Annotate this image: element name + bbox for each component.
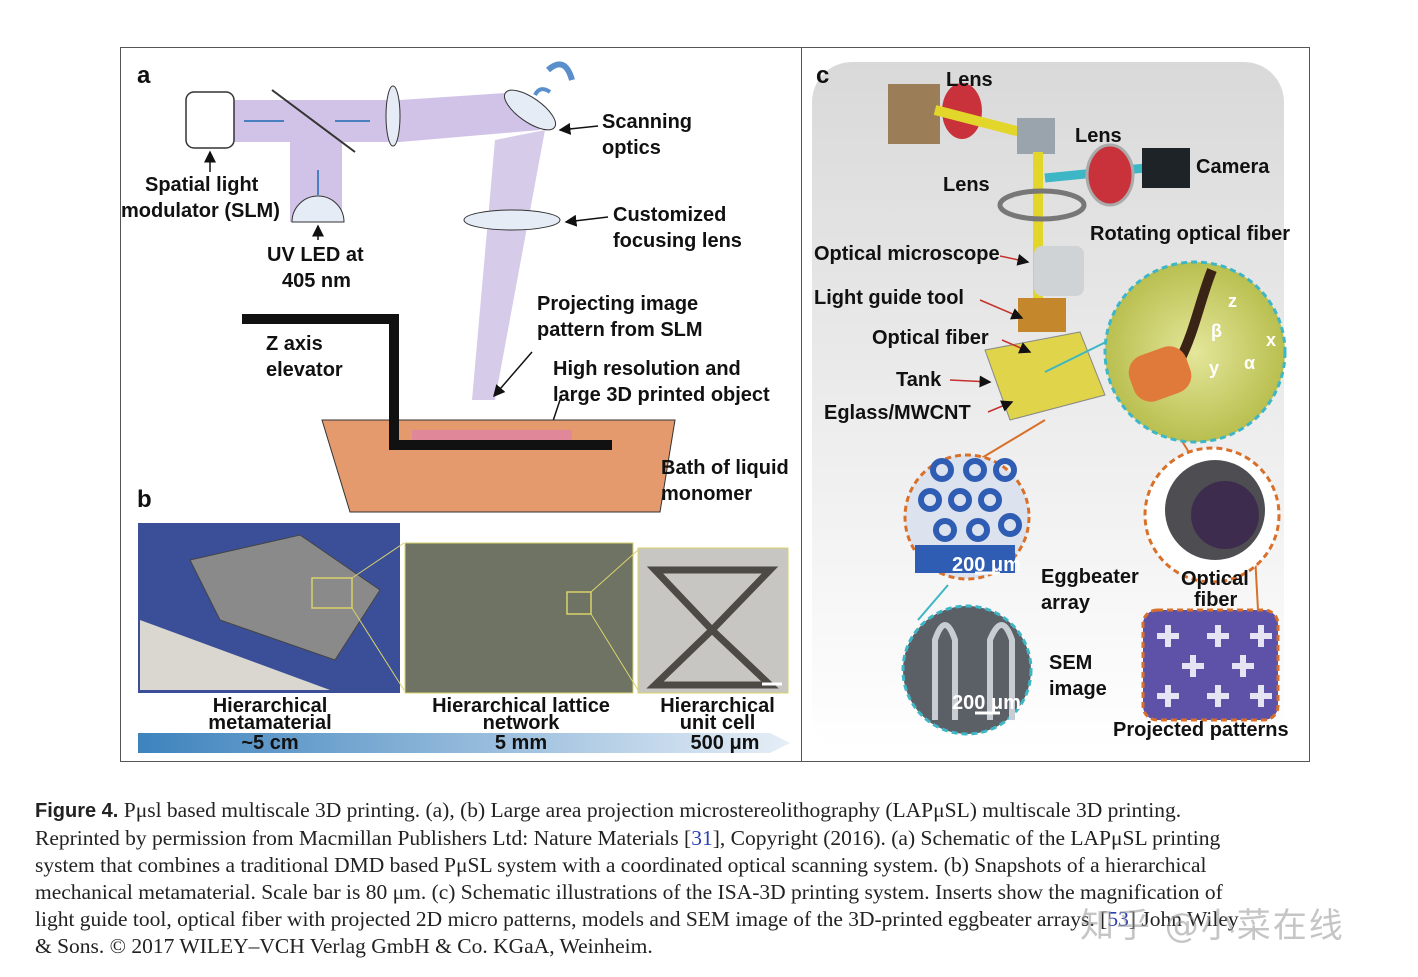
- scale-arrow: [138, 733, 790, 753]
- optfib-label-1: Optical: [1181, 568, 1249, 590]
- lens-1-label: Lens: [946, 69, 993, 91]
- caption-line2a: Reprinted by permission from Macmillan P…: [35, 826, 692, 850]
- scale-sem: 200 μm: [952, 692, 1021, 714]
- eglass-label: Eglass/MWCNT: [824, 402, 971, 424]
- focusing-lens: [463, 209, 561, 231]
- light-source: [888, 84, 940, 144]
- photo-lattice: [404, 542, 634, 694]
- axis-y: y: [1209, 358, 1220, 378]
- caption-fig-label: Figure 4.: [35, 800, 119, 822]
- projected-patterns-insert: [1141, 608, 1280, 722]
- proj-label-2: pattern from SLM: [537, 319, 703, 341]
- axis-alpha: α: [1244, 353, 1256, 373]
- lens-2: [1085, 143, 1135, 207]
- scale-label-3: 500 μm: [690, 732, 760, 754]
- light-guide-tool: [1018, 298, 1066, 332]
- beam-splitter: [271, 89, 356, 153]
- caption-line5a: light guide tool, optical fiber with pro…: [35, 907, 1108, 931]
- scale-label-1: ~5 cm: [241, 732, 299, 754]
- optfib-label-2: fiber: [1194, 589, 1238, 611]
- caption-lattice-2: network: [482, 712, 560, 734]
- rotation-arrow: [546, 61, 575, 81]
- axis-x: x: [1266, 330, 1277, 350]
- caption-line3: system that combines a traditional DMD b…: [35, 853, 1207, 877]
- lens-1: [942, 83, 982, 139]
- z-elevator: [242, 314, 612, 450]
- panel-b-letter: b: [137, 486, 152, 513]
- caption-line5b: ] John Wiley: [1128, 907, 1239, 931]
- printed-object: [412, 430, 572, 440]
- scan-label-2: optics: [602, 137, 661, 159]
- watermark: 知乎 @小菜在线: [1080, 906, 1345, 946]
- bath-label-1: Bath of liquid: [661, 457, 789, 479]
- panel-divider: [801, 47, 802, 762]
- slm-label-1: Spatial light: [145, 174, 259, 196]
- panel-a-letter: a: [137, 62, 151, 89]
- obj-label-2: large 3D printed object: [553, 384, 770, 406]
- caption-ref-53[interactable]: 53: [1107, 907, 1129, 931]
- sem-label-2: image: [1049, 678, 1107, 700]
- lens-3: [997, 188, 1087, 222]
- lens-3-label: Lens: [943, 174, 990, 196]
- figure-caption: Figure 4. Pμsl based multiscale 3D print…: [35, 797, 1395, 960]
- rotating-fiber-label: Rotating optical fiber: [1090, 223, 1290, 245]
- optical-fiber-label: Optical fiber: [872, 327, 989, 349]
- magnified-tool-insert: [1103, 260, 1287, 444]
- caption-metamaterial-1: Hierarchical: [212, 695, 328, 717]
- panel-c-letter: c: [816, 62, 830, 89]
- lens-2-label: Lens: [1075, 125, 1122, 147]
- axis-z: z: [1228, 291, 1237, 311]
- scan-label-1: Scanning: [602, 111, 693, 133]
- lens-label-1: Customized: [613, 204, 727, 226]
- projected-label: Projected patterns: [1113, 719, 1289, 741]
- axis-beta: β: [1211, 321, 1222, 341]
- figure-frame: [120, 47, 1310, 762]
- camera-label: Camera: [1196, 156, 1270, 178]
- microscope: [1034, 246, 1084, 296]
- eggbeater-label-1: Eggbeater: [1041, 566, 1139, 588]
- uv-label-2: 405 nm: [282, 270, 351, 292]
- tank-label: Tank: [896, 369, 942, 391]
- lens-a: [385, 85, 401, 147]
- slm-label-2: modulator (SLM): [121, 200, 280, 222]
- caption-ref-31[interactable]: 31: [691, 826, 713, 850]
- obj-label-1: High resolution and: [553, 358, 741, 380]
- lens-label-2: focusing lens: [613, 230, 742, 252]
- tank: [984, 331, 1106, 421]
- caption-unit-cell-1: Hierarchical: [660, 695, 775, 717]
- scanning-mirror: [503, 89, 557, 131]
- sem-label-1: SEM: [1049, 652, 1093, 674]
- caption-metamaterial-2: metamaterial: [208, 712, 332, 734]
- caption-line1: Pμsl based multiscale 3D printing. (a), …: [118, 798, 1182, 822]
- microscope-label: Optical microscope: [814, 243, 1000, 265]
- scale-label-2: 5 mm: [494, 732, 548, 754]
- caption-line4: mechanical metamaterial. Scale bar is 80…: [35, 880, 1223, 904]
- caption-line6: & Sons. © 2017 WILEY–VCH Verlag GmbH & C…: [35, 934, 653, 958]
- caption-lattice-1: Hierarchical lattice: [432, 695, 610, 717]
- camera-body: [1142, 148, 1190, 188]
- z-label-1: Z axis: [266, 333, 323, 355]
- eggbeater-label-2: array: [1041, 592, 1090, 614]
- caption-unit-cell-2: unit cell: [679, 712, 756, 734]
- bath-label-2: monomer: [661, 483, 753, 505]
- prism: [1017, 118, 1055, 154]
- light-guide-label: Light guide tool: [814, 287, 964, 309]
- uv-label-1: UV LED at: [267, 244, 364, 266]
- uv-led: [291, 195, 345, 223]
- slm-box: [185, 91, 235, 149]
- caption-line2b: ], Copyright (2016). (a) Schematic of th…: [712, 826, 1221, 850]
- scale-eggbeater: 200 μm: [952, 554, 1021, 576]
- z-label-2: elevator: [266, 359, 343, 381]
- proj-label-1: Projecting image: [537, 293, 699, 315]
